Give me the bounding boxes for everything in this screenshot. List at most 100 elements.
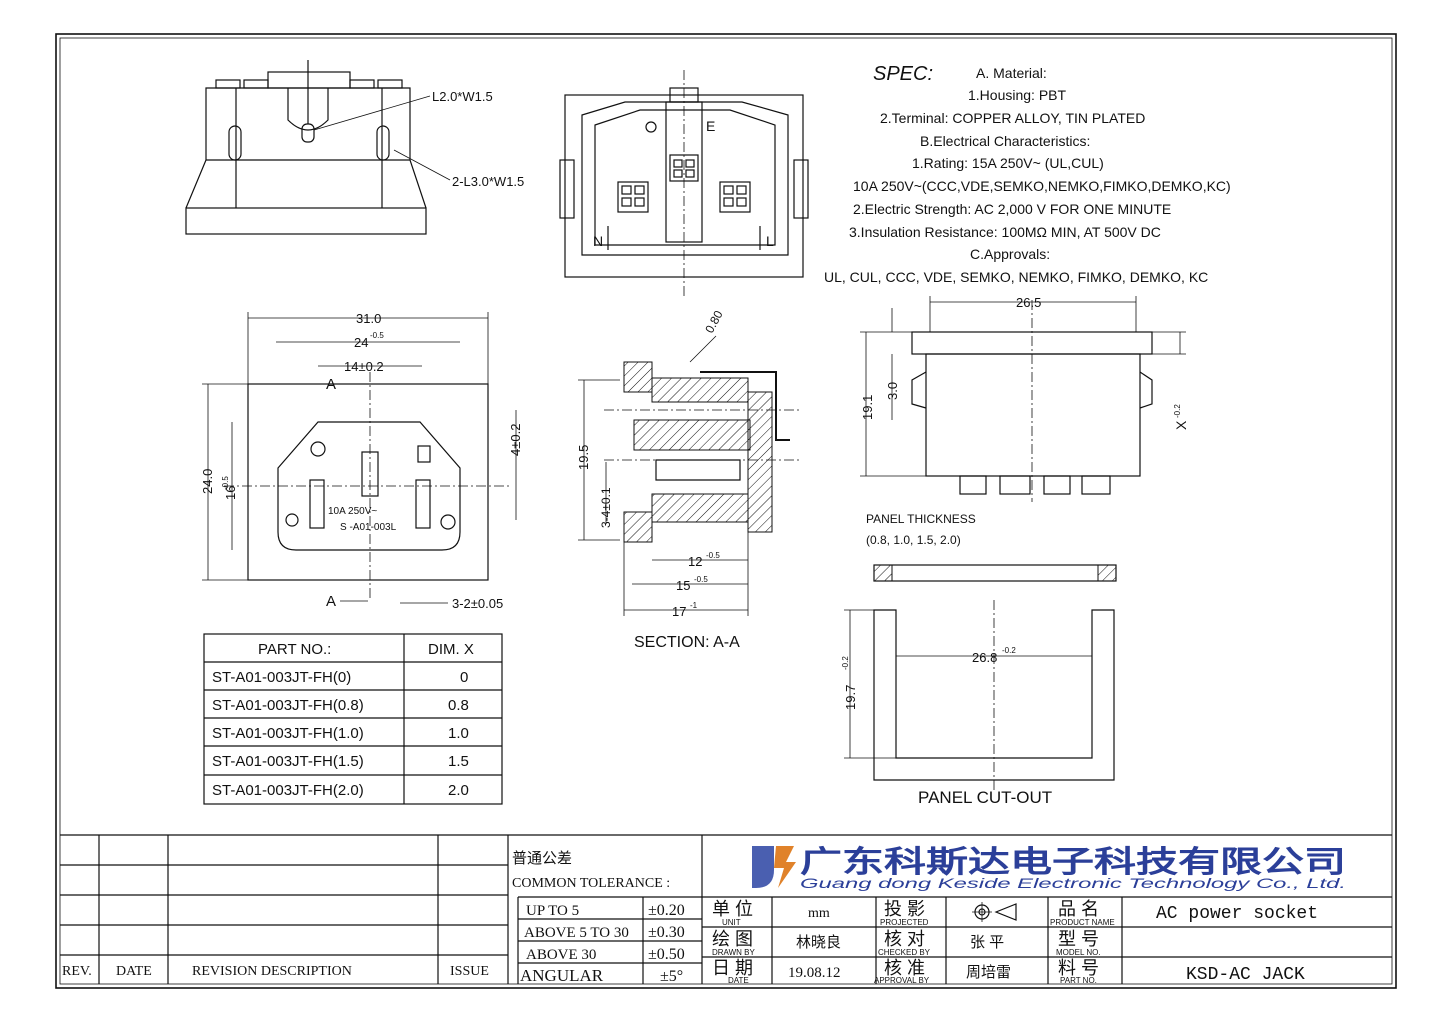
part-table: PART NO.: DIM. X ST-A01-003JT-FH(0) 0 ST… (203, 633, 503, 805)
part-table-header-dim: DIM. X (428, 641, 474, 658)
tol-row-1-label: ABOVE 5 TO 30 (524, 925, 629, 941)
front-dimensioned-view: 10A 250V~ S -A01-003L 31.0 24 -0.5 14±0.… (200, 311, 523, 611)
model-en: MODEL NO. (1056, 948, 1101, 957)
inner-frame (59, 37, 1393, 985)
drawn-en: DRAWN BY (712, 948, 755, 957)
dim-front-h: 24.0 (200, 469, 215, 494)
dim-front-bottom: 3-2±0.05 (452, 596, 503, 611)
dim-cut-w-tol: -0.2 (1002, 646, 1016, 655)
rev-header-issue: ISSUE (450, 964, 489, 979)
spec-line-0: A. Material: (976, 65, 1047, 81)
dim-sec-d1-tol: -0.5 (706, 551, 720, 560)
checked-cn: 核 对 (884, 929, 925, 949)
date-cn: 日 期 (712, 958, 753, 978)
date-value: 19.08.12 (788, 965, 841, 981)
approval-cn: 核 准 (884, 958, 925, 978)
unit-value: mm (808, 906, 830, 921)
part-table-header-part: PART NO.: (258, 641, 331, 658)
dim-sec-h2: 3-4±0.1 (599, 487, 613, 528)
drawn-cn: 绘 图 (712, 929, 753, 949)
model-cn: 型 号 (1058, 929, 1099, 949)
body-text-1: 10A 250V~ (328, 506, 377, 517)
section-a-top: A (326, 376, 336, 393)
spec-line-7: 3.Insulation Resistance: 100MΩ MIN, AT 5… (849, 224, 1161, 240)
outer-frame (55, 33, 1397, 989)
section-title: SECTION: A-A (634, 634, 740, 651)
panel-thickness-values: (0.8, 1.0, 1.5, 2.0) (866, 533, 961, 547)
dim-sec-d2: 15 (676, 578, 690, 593)
part-row-4-part: ST-A01-003JT-FH(2.0) (212, 782, 364, 799)
part-row-3-dim: 1.5 (448, 753, 469, 770)
dim-front-w: 31.0 (356, 311, 381, 326)
rev-header-rev: REV. (62, 964, 92, 979)
tolerance-cn: 普通公差 (512, 850, 572, 867)
part-row-2-part: ST-A01-003JT-FH(1.0) (212, 725, 364, 742)
dim-sec-d2-tol: -0.5 (694, 575, 708, 584)
part-row-0-dim: 0 (460, 669, 468, 686)
top-view: L2.0*W1.5 2-L3.0*W1.5 (185, 60, 524, 235)
dim-sec-d3: 17 (672, 604, 686, 619)
spec-line-2: 2.Terminal: COPPER ALLOY, TIN PLATED (880, 110, 1145, 126)
dim-side-x-tol: -0.2 (1173, 404, 1182, 418)
approval-value: 周培雷 (966, 964, 1011, 981)
projected-en: PROJECTED (880, 918, 929, 927)
part-no-en: PART NO. (1060, 976, 1097, 985)
spec-title: SPEC: (873, 63, 933, 85)
dim-sec-thk: 0.80 (702, 308, 725, 335)
part-row-0-part: ST-A01-003JT-FH(0) (212, 669, 351, 686)
unit-cn: 单 位 (712, 899, 753, 919)
product-name-cn: 品 名 (1058, 899, 1099, 919)
checked-value: 张 平 (970, 934, 1004, 951)
company-name-cn: 广东科斯达电子科技有限公司 (800, 845, 1346, 879)
rev-header-date: DATE (116, 964, 152, 979)
spec-line-1: 1.Housing: PBT (968, 87, 1066, 103)
tol-row-3-label: ANGULAR (520, 966, 604, 985)
company-name-en: Guang dong Keside Electronic Technology … (800, 875, 1346, 891)
part-row-1-dim: 0.8 (448, 697, 469, 714)
dim-sec-d3-tol: -1 (690, 601, 698, 610)
approval-en: APPROVAL BY (874, 976, 930, 985)
dim-cut-w: 26.8 (972, 650, 997, 665)
tolerance-en: COMMON TOLERANCE : (512, 876, 670, 891)
dim-sec-h: 19.5 (576, 445, 591, 470)
dim-cut-h-tol: -0.2 (841, 656, 850, 670)
panel-cutout-title: PANEL CUT-OUT (918, 788, 1052, 807)
projection-symbol-icon (972, 902, 1017, 922)
top-slot-label: L2.0*W1.5 (432, 89, 493, 104)
part-no-cn: 料 号 (1058, 958, 1099, 978)
product-name-en: PRODUCT NAME (1050, 918, 1115, 927)
dim-front-w2: 24 (354, 335, 368, 350)
dim-front-w2-tol: -0.5 (370, 331, 384, 340)
spec-line-6: 2.Electric Strength: AC 2,000 V FOR ONE … (853, 201, 1171, 217)
dim-front-w3: 14±0.2 (344, 359, 384, 374)
spec-line-4: 1.Rating: 15A 250V~ (UL,CUL) (912, 155, 1104, 171)
tol-row-0-label: UP TO 5 (526, 903, 579, 919)
spec-line-8: C.Approvals: (970, 246, 1050, 262)
unit-en: UNIT (722, 918, 741, 927)
dim-side-h2: 3.0 (885, 382, 900, 400)
dim-sec-d1: 12 (688, 554, 702, 569)
side-view: 26.5 19.1 3.0 X -0.2 (860, 295, 1189, 502)
dim-side-h: 19.1 (860, 395, 875, 420)
tol-row-3-val: ±5° (660, 968, 683, 985)
company-logo (752, 846, 796, 888)
pin-n-label: N (593, 233, 603, 249)
front-view: E N L (559, 70, 809, 296)
dim-front-h2: 16 (223, 486, 238, 500)
rev-header-desc: REVISION DESCRIPTION (192, 964, 352, 979)
tol-row-1-val: ±0.30 (648, 924, 685, 941)
pin-l-label: L (766, 233, 774, 249)
spec-line-3: B.Electrical Characteristics: (920, 133, 1090, 149)
side-slot-label: 2-L3.0*W1.5 (452, 174, 524, 189)
section-view: 19.5 3-4±0.1 12 -0.5 15 -0.5 17 -1 0.80 … (576, 308, 800, 651)
product-name-value: AC power socket (1156, 904, 1318, 924)
panel-thickness-label: PANEL THICKNESS (866, 512, 976, 526)
tol-row-2-label: ABOVE 30 (526, 947, 596, 963)
pin-e-label: E (706, 118, 715, 134)
dim-cut-h: 19.7 (843, 685, 858, 710)
spec-line-9: UL, CUL, CCC, VDE, SEMKO, NEMKO, FIMKO, … (824, 269, 1208, 285)
dim-side-x: X (1173, 420, 1189, 430)
section-a-bottom: A (326, 593, 336, 610)
panel-cutout-view: PANEL THICKNESS (0.8, 1.0, 1.5, 2.0) 26.… (841, 512, 1117, 807)
